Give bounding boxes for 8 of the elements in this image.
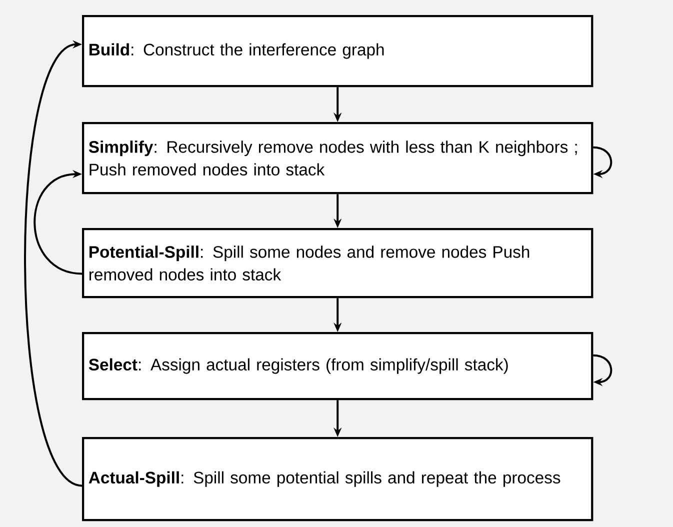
process-box: Actual-Spill: Spill some potential spills and repeat the process bbox=[82, 437, 594, 522]
arrow bbox=[34, 170, 82, 275]
process-box: Build: Construct the interference graph bbox=[82, 15, 594, 88]
process-box: Simplify: Recursively remove nodes with less than K neighbors ; Push removed nodes into stack bbox=[82, 122, 594, 194]
arrow bbox=[593, 354, 612, 386]
process-box: Potential-Spill: Spill some nodes and remove nodes Push removed nodes into stack bbox=[82, 228, 594, 298]
arrow bbox=[593, 146, 612, 178]
process-box: Select: Assign actual registers (from simplify/spill stack) bbox=[82, 332, 594, 400]
